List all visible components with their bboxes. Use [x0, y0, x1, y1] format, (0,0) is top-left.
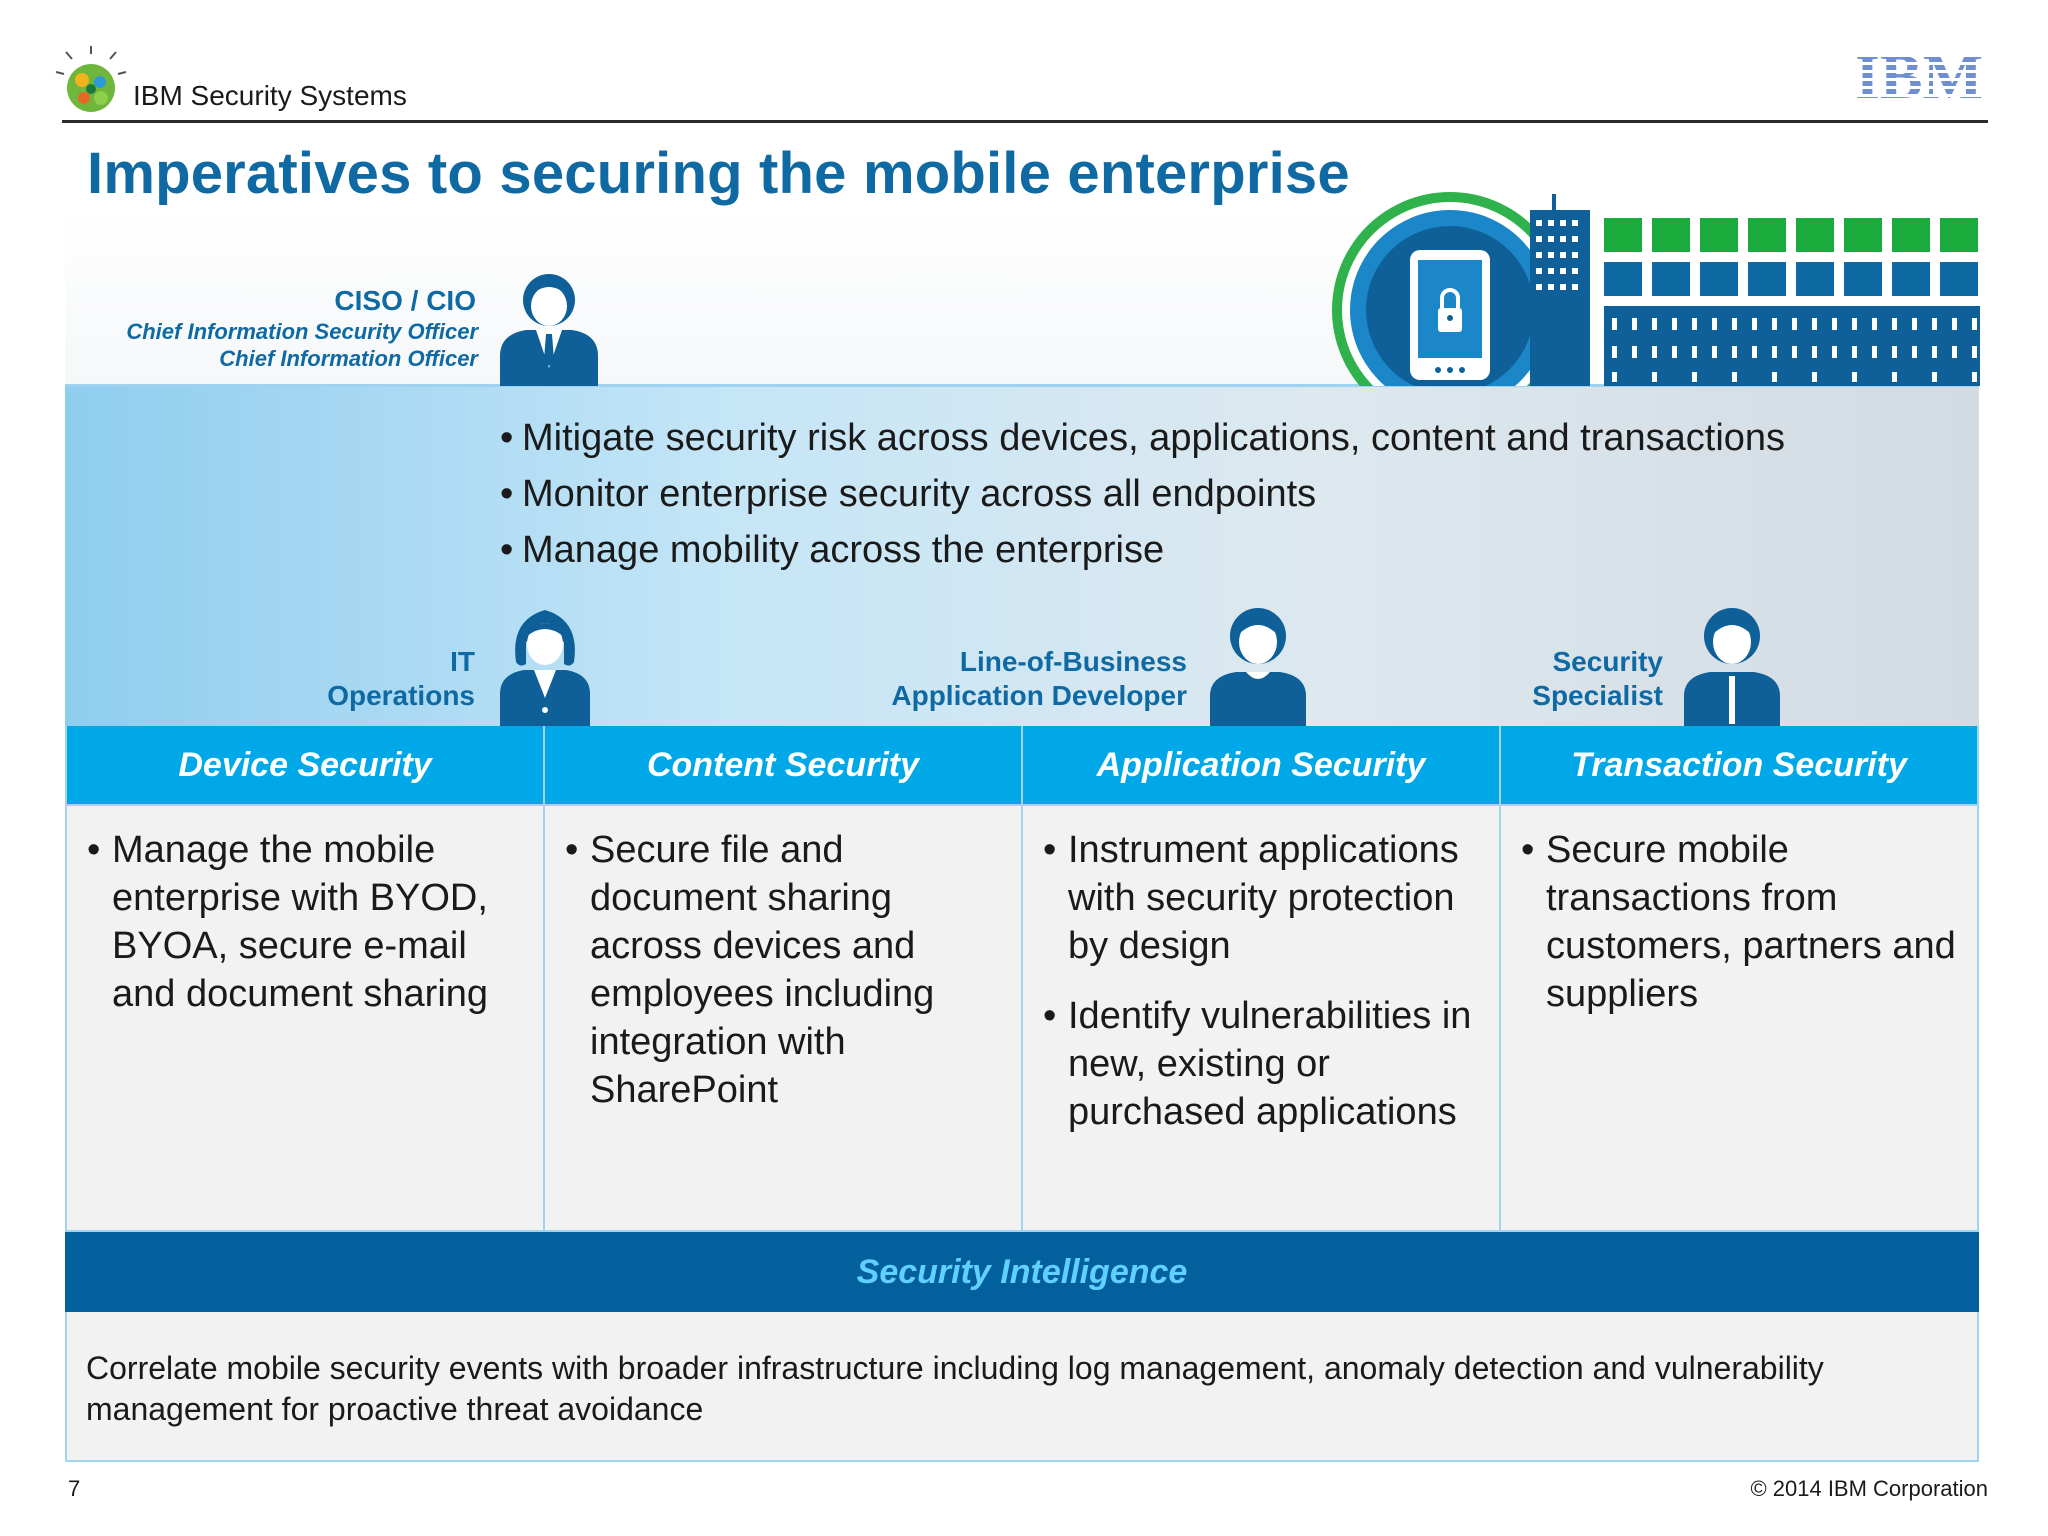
secure-city-illustration — [1332, 192, 1980, 386]
imperatives-band — [65, 384, 1979, 726]
it-person-icon — [500, 610, 590, 726]
column-body-application: Instrument applications with security pr… — [1043, 826, 1488, 1158]
column-body-content: Secure file and document sharing across … — [565, 826, 1005, 1136]
lob-developer-label: Line-of-Business Application Developer — [891, 645, 1187, 713]
lob-label-line-2: Application Developer — [891, 680, 1187, 711]
it-label-line-2: Operations — [327, 680, 475, 711]
page-number: 7 — [68, 1476, 81, 1501]
column-bullet: Secure mobile transactions from customer… — [1521, 826, 1961, 1018]
imperative-text: Monitor enterprise security across all e… — [522, 473, 1317, 515]
imperative-text: Mitigate security risk across devices, a… — [522, 417, 1786, 459]
security-specialist-label: Security Specialist — [1532, 645, 1663, 713]
column-bullet: Secure file and document sharing across … — [565, 826, 1005, 1114]
imperative-item: •Monitor enterprise security across all … — [500, 473, 1317, 515]
column-body-transaction: Secure mobile transactions from customer… — [1521, 826, 1961, 1040]
band-top-edge — [65, 384, 1979, 387]
copyright: © 2014 IBM Corporation — [1750, 1476, 1988, 1501]
column-heading-content: Content Security — [545, 726, 1021, 804]
page-title: Imperatives to securing the mobile enter… — [87, 141, 1350, 206]
city-building-icon — [1530, 194, 1980, 386]
ciso-role-subtitle: Chief Information Security Officer Chief… — [126, 318, 478, 372]
sec-label-line-1: Security — [1552, 646, 1664, 677]
imperative-text: Manage mobility across the enterprise — [522, 529, 1165, 571]
upper-background — [65, 210, 1365, 384]
column-heading-application: Application Security — [1023, 726, 1499, 804]
imperatives-list: •Mitigate security risk across devices, … — [500, 410, 1785, 578]
imperative-item: •Manage mobility across the enterprise — [500, 529, 1165, 571]
developer-person-icon — [1210, 608, 1306, 726]
header-row-rule — [65, 804, 1979, 806]
sec-label-line-2: Specialist — [1532, 680, 1663, 711]
header-rule — [62, 120, 1988, 123]
it-operations-label: IT Operations — [327, 645, 475, 713]
column-divider — [1499, 726, 1501, 1232]
column-heading-transaction: Transaction Security — [1501, 726, 1977, 804]
ciso-role-line-2: Chief Information Officer — [219, 346, 478, 371]
ciso-role-line-1: Chief Information Security Officer — [126, 319, 478, 344]
security-intelligence-panel — [65, 1312, 1979, 1462]
brand-name: IBM Security Systems — [133, 80, 407, 111]
column-bullet: Manage the mobile enterprise with BYOD, … — [87, 826, 527, 1018]
ibm-logo-icon: IBM — [1855, 48, 1989, 104]
it-label-line-1: IT — [450, 646, 475, 677]
column-divider — [543, 726, 545, 1232]
security-intelligence-text: Correlate mobile security events with br… — [86, 1350, 1824, 1427]
security-intelligence-heading: Security Intelligence — [65, 1232, 1979, 1312]
security-person-icon — [1684, 608, 1780, 726]
imperative-item: •Mitigate security risk across devices, … — [500, 417, 1786, 459]
column-body-device: Manage the mobile enterprise with BYOD, … — [87, 826, 527, 1040]
lob-label-line-1: Line-of-Business — [959, 646, 1187, 677]
column-divider — [1021, 726, 1023, 1232]
column-heading-device: Device Security — [67, 726, 543, 804]
smarter-planet-logo-icon — [55, 46, 127, 112]
column-bullet: Identify vulnerabilities in new, existin… — [1043, 992, 1488, 1136]
ciso-person-icon — [500, 274, 598, 386]
column-bullet: Instrument applications with security pr… — [1043, 826, 1488, 970]
ciso-role-title: CISO / CIO — [334, 285, 476, 316]
